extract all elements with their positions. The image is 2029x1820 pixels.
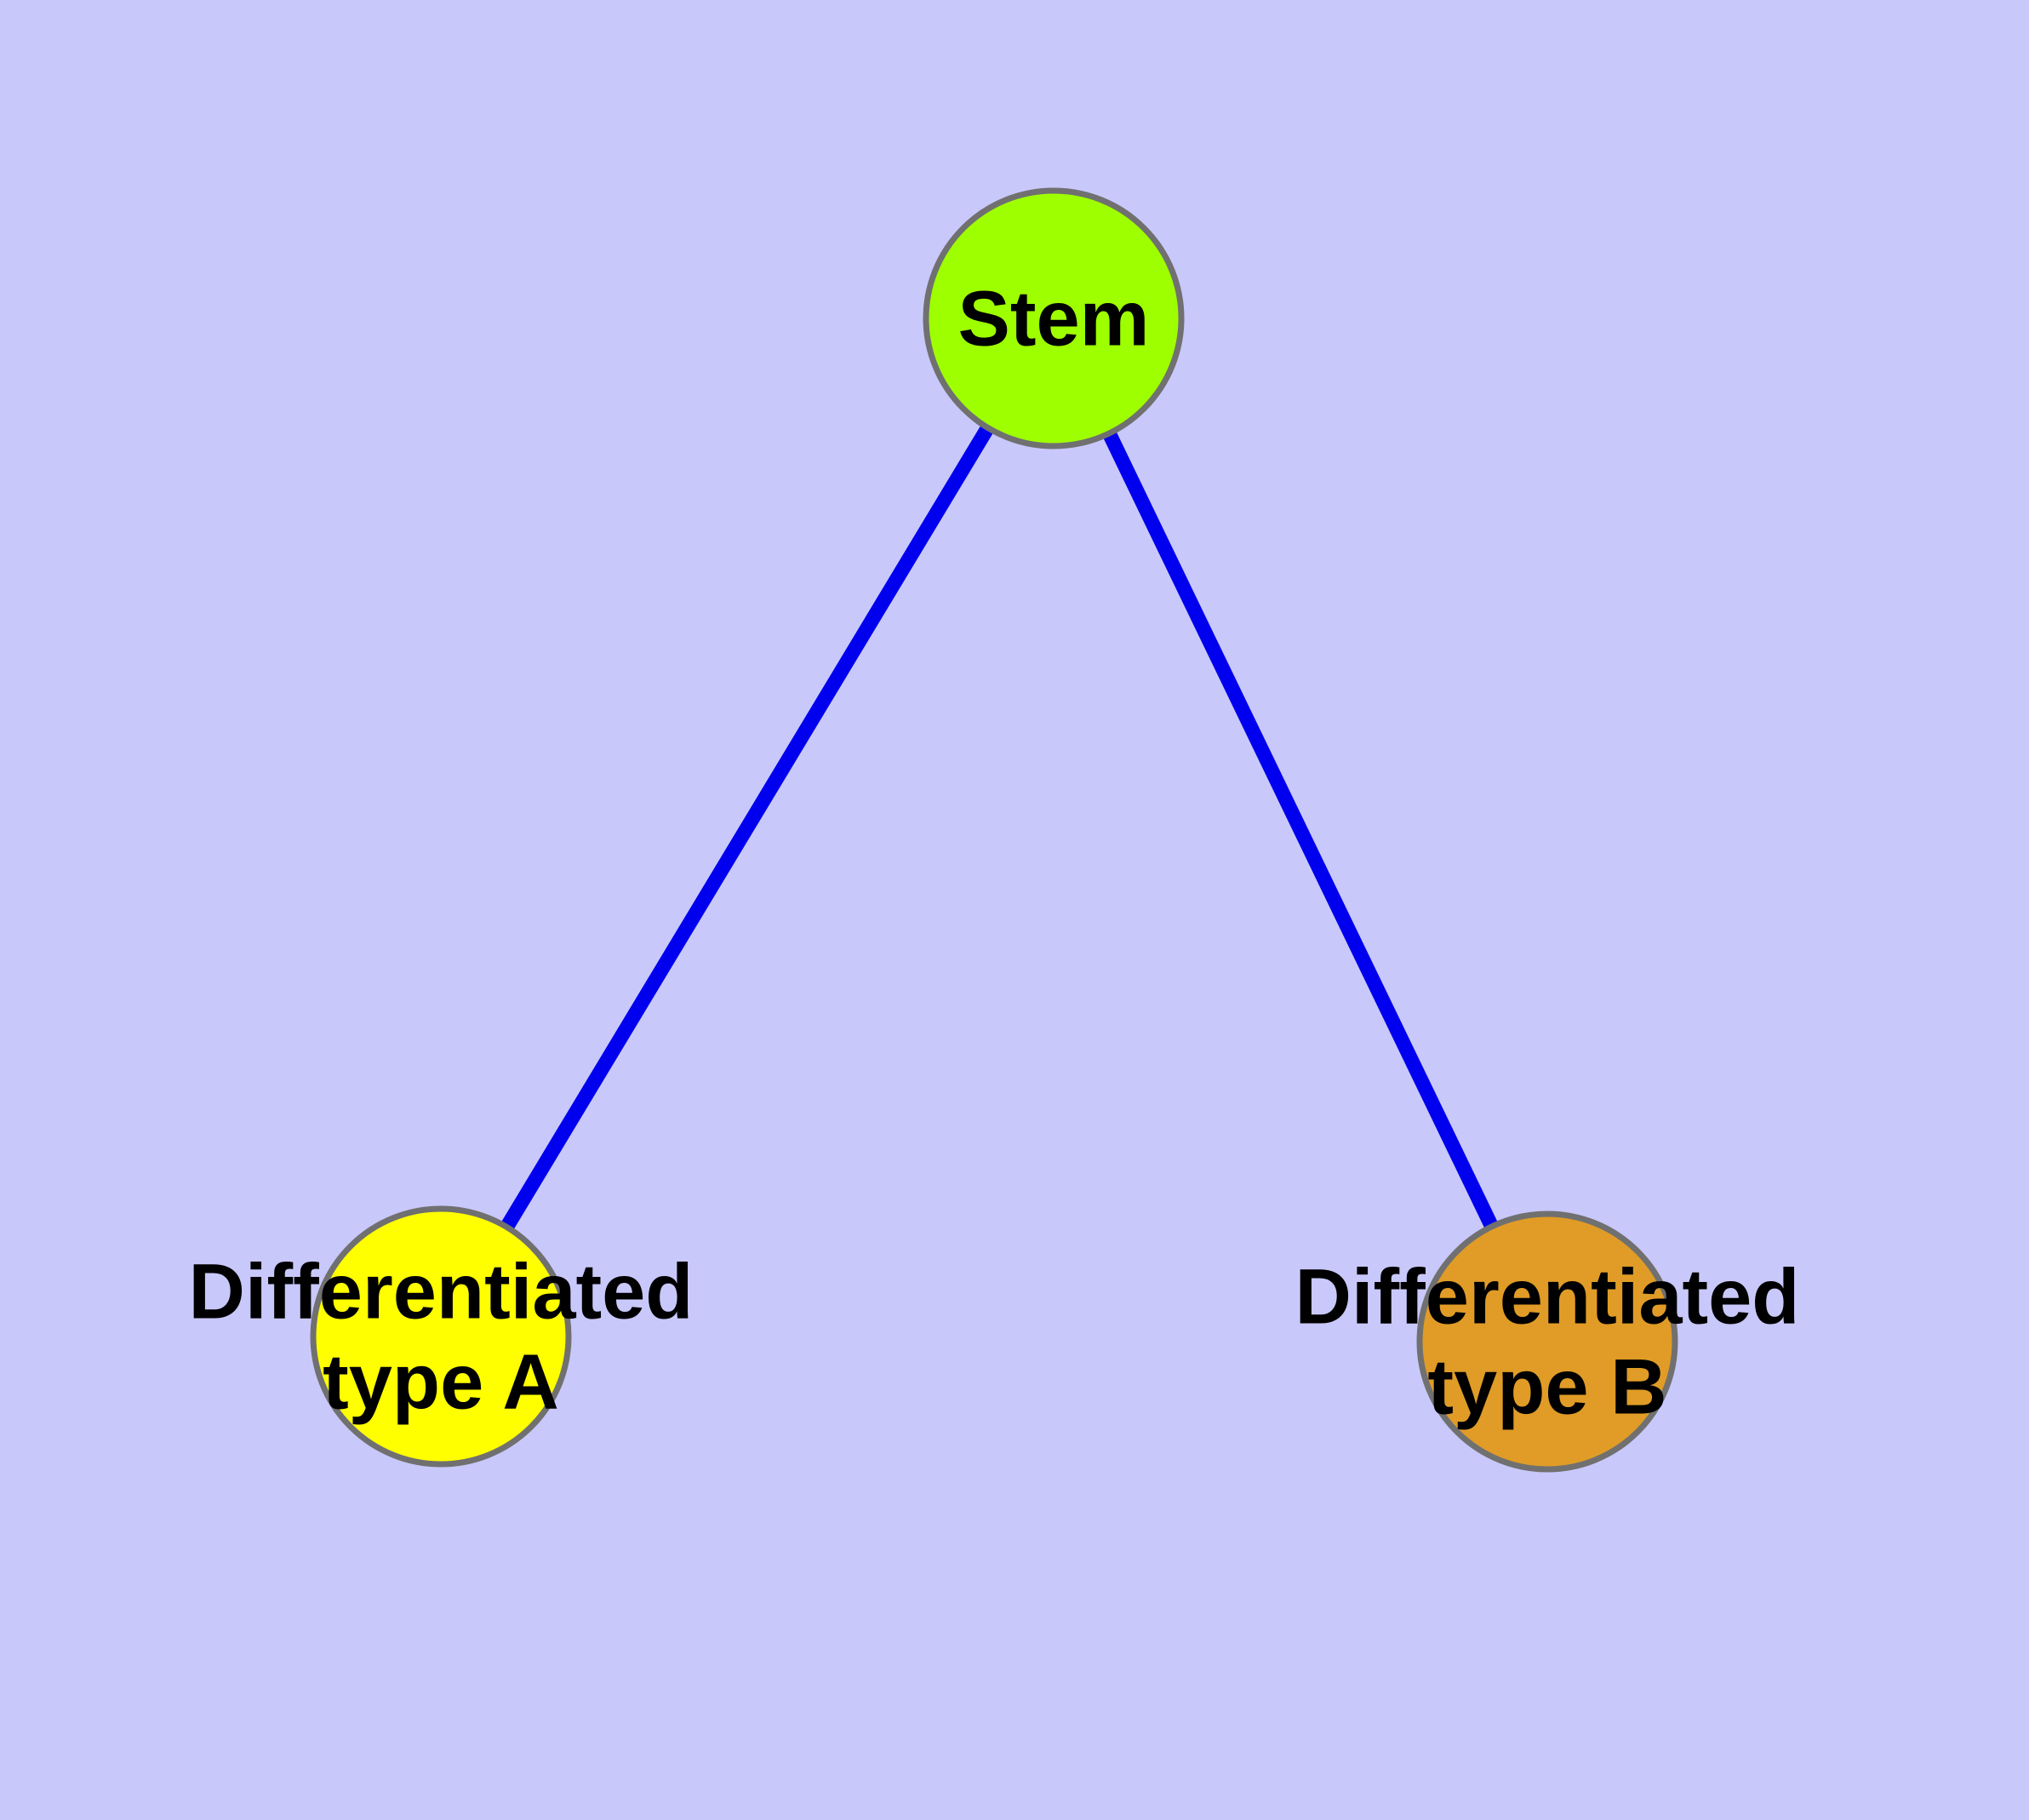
- edge-stem-diff-b[interactable]: [1100, 426, 1500, 1233]
- edge-stem-diff-a[interactable]: [499, 421, 996, 1234]
- node-label-line: Differentiated: [189, 1248, 694, 1335]
- edges-layer: [499, 421, 1500, 1234]
- node-label-line: Stem: [958, 275, 1150, 362]
- nodes-layer: [310, 187, 1678, 1473]
- node-label-stem: Stem: [958, 275, 1150, 362]
- node-label-line: type A: [323, 1338, 559, 1425]
- node-label-line: Differentiated: [1295, 1253, 1800, 1340]
- node-label-line: type B: [1427, 1343, 1666, 1430]
- node-diff_b[interactable]: [1416, 1210, 1678, 1473]
- node-diff_a[interactable]: [310, 1205, 572, 1468]
- node-stem[interactable]: [923, 187, 1185, 449]
